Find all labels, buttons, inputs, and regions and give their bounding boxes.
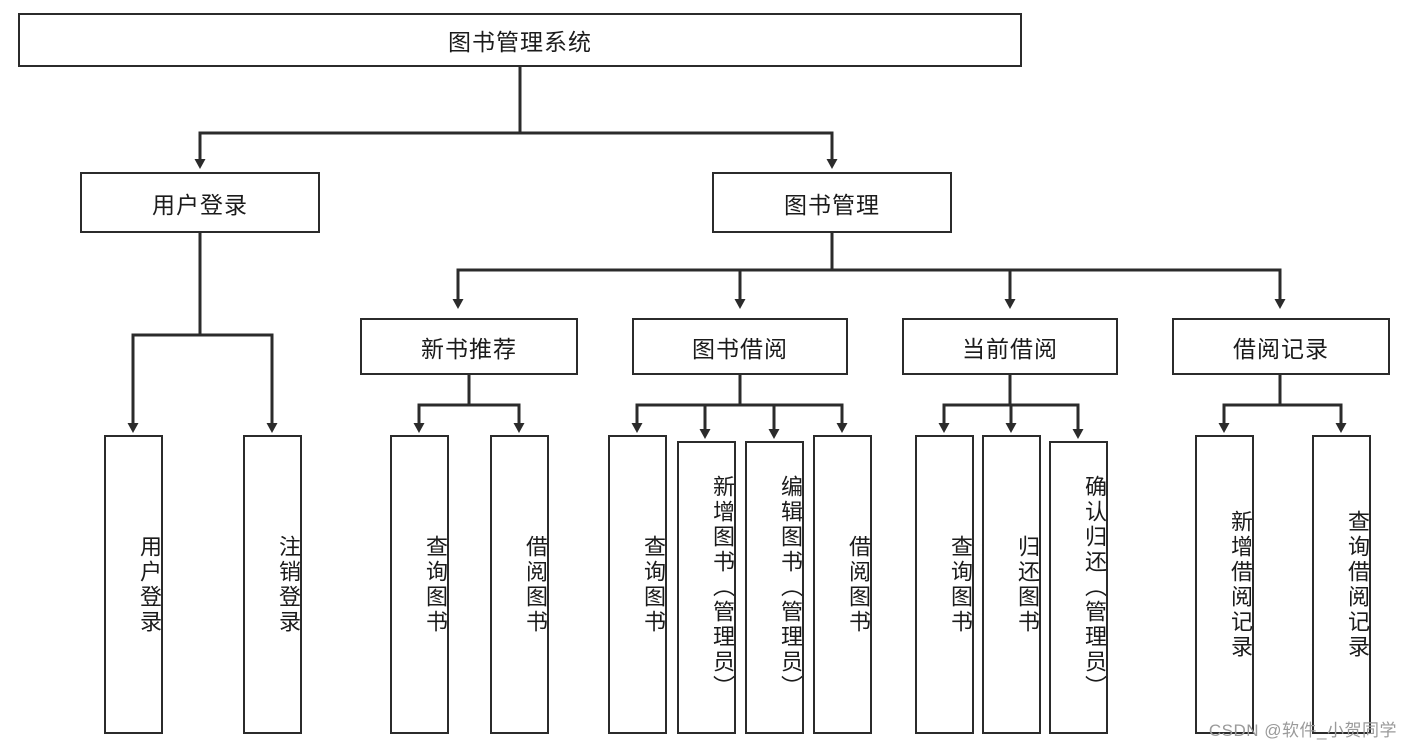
node-current-borrow-label: 当前借阅: [962, 335, 1058, 362]
node-borrow-record-label: 借阅记录: [1233, 335, 1329, 362]
leaf-user-login[interactable]: 用户登录: [104, 435, 163, 734]
leaf-edit-book-label: 编辑图书（管理员）: [778, 475, 803, 700]
leaf-logout-label: 注销登录: [276, 534, 301, 635]
leaf-borrow-book-2-label: 借阅图书: [846, 534, 871, 635]
leaf-add-book-label: 新增图书（管理员）: [710, 475, 735, 700]
node-new-book-recommend[interactable]: 新书推荐: [360, 318, 578, 375]
leaf-add-book[interactable]: 新增图书（管理员）: [677, 441, 736, 734]
node-borrow-record[interactable]: 借阅记录: [1172, 318, 1390, 375]
leaf-logout[interactable]: 注销登录: [243, 435, 302, 734]
node-book-borrow[interactable]: 图书借阅: [632, 318, 848, 375]
leaf-query-book-3-label: 查询图书: [948, 534, 973, 635]
leaf-query-book-3[interactable]: 查询图书: [915, 435, 974, 734]
leaf-query-book-2[interactable]: 查询图书: [608, 435, 667, 734]
node-root-system-label: 图书管理系统: [448, 29, 592, 55]
leaf-confirm-return-label: 确认归还（管理员）: [1082, 475, 1107, 700]
leaf-borrow-book-1[interactable]: 借阅图书: [490, 435, 549, 734]
node-current-borrow[interactable]: 当前借阅: [902, 318, 1118, 375]
node-user-login-label: 用户登录: [152, 191, 248, 218]
leaf-query-record-label: 查询借阅记录: [1345, 509, 1370, 660]
node-book-manage[interactable]: 图书管理: [712, 172, 952, 233]
csdn-watermark: CSDN @软件_小贺同学: [1208, 721, 1397, 740]
leaf-add-record[interactable]: 新增借阅记录: [1195, 435, 1254, 734]
leaf-return-book-label: 归还图书: [1015, 534, 1040, 635]
node-book-borrow-label: 图书借阅: [692, 335, 788, 362]
leaf-query-record[interactable]: 查询借阅记录: [1312, 435, 1371, 734]
leaf-borrow-book-1-label: 借阅图书: [523, 534, 548, 635]
leaf-borrow-book-2[interactable]: 借阅图书: [813, 435, 872, 734]
leaf-query-book-1-label: 查询图书: [423, 534, 448, 635]
leaf-query-book-2-label: 查询图书: [641, 534, 666, 635]
leaf-edit-book[interactable]: 编辑图书（管理员）: [745, 441, 804, 734]
leaf-confirm-return[interactable]: 确认归还（管理员）: [1049, 441, 1108, 734]
leaf-user-login-label: 用户登录: [137, 534, 162, 635]
leaf-query-book-1[interactable]: 查询图书: [390, 435, 449, 734]
node-book-manage-label: 图书管理: [784, 191, 880, 218]
node-root-system[interactable]: 图书管理系统: [18, 13, 1022, 67]
leaf-add-record-label: 新增借阅记录: [1228, 509, 1253, 660]
node-user-login[interactable]: 用户登录: [80, 172, 320, 233]
leaf-return-book[interactable]: 归还图书: [982, 435, 1041, 734]
node-new-book-recommend-label: 新书推荐: [421, 335, 517, 362]
